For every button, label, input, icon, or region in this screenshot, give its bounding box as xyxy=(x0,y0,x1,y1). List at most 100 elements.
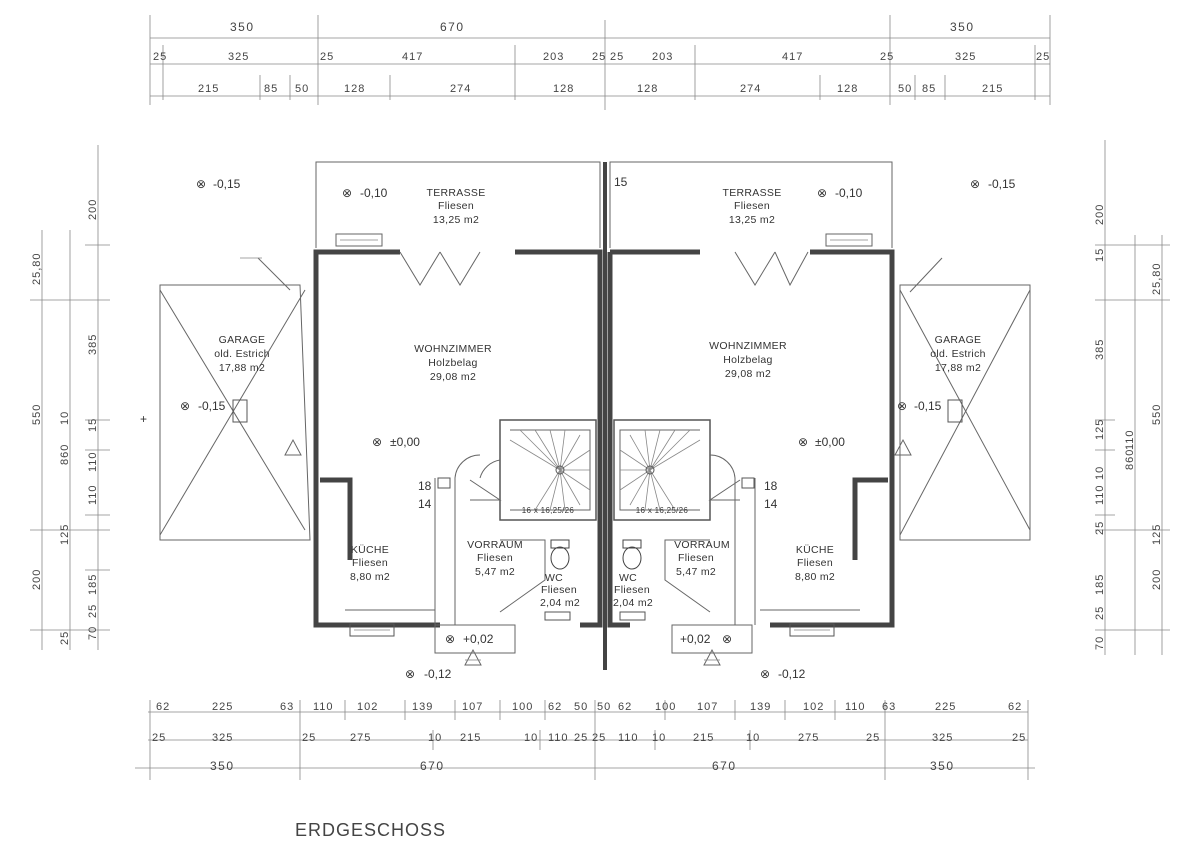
dim-label: 860 xyxy=(1124,449,1136,470)
bottom-dims-row3: 350 670 670 350 xyxy=(210,759,955,773)
dim-label: 63 xyxy=(280,701,294,713)
entry-triangle-icon xyxy=(703,648,721,666)
dim-label: 128 xyxy=(837,83,858,95)
dim-label: 110 xyxy=(845,701,866,713)
stair-mark-r-top: 18 xyxy=(764,479,778,493)
dim-label: 107 xyxy=(462,701,483,713)
stair-mark-l-bot: 14 xyxy=(418,497,432,511)
terrace-door-right xyxy=(734,251,809,287)
dim-label: 85 xyxy=(922,83,936,95)
dim-label: 25 xyxy=(302,732,316,744)
dim-label: 110 xyxy=(313,701,334,713)
house-left-walls xyxy=(313,249,603,628)
kitchen-window-right xyxy=(789,623,835,637)
level-entry-r: +0,02 xyxy=(680,632,711,646)
dim-label: 200 xyxy=(31,569,43,590)
dim-label: 215 xyxy=(693,732,714,744)
stair-mark-r-bot: 14 xyxy=(764,497,778,511)
garage-right xyxy=(894,257,1031,541)
top-dimension-lines xyxy=(149,15,1051,110)
drawing-title: ERDGESCHOSS xyxy=(295,820,446,840)
dim-label: 62 xyxy=(156,701,170,713)
level-garage-l: -0,15 xyxy=(198,399,226,413)
room-area: 13,25 m2 xyxy=(433,214,479,226)
entry-right xyxy=(671,624,753,666)
dim-label: 350 xyxy=(930,759,955,773)
dim-label: 50 xyxy=(295,83,309,95)
level-garden-l: -0,15 xyxy=(213,177,241,191)
dim-label: 125 xyxy=(1151,524,1163,545)
dim-label: 417 xyxy=(782,51,803,63)
dim-top-350-r: 350 xyxy=(950,20,975,34)
dim-label: 325 xyxy=(932,732,953,744)
dim-label: 25 xyxy=(1094,521,1106,535)
room-surface: Fliesen xyxy=(797,557,833,569)
level-icon: ⊗ xyxy=(798,435,808,449)
dim-label: 62 xyxy=(548,701,562,713)
stair-left-arrow xyxy=(469,479,502,501)
dim-label: 225 xyxy=(935,701,956,713)
door-arc-right xyxy=(709,454,736,479)
room-surface: Fliesen xyxy=(352,557,388,569)
level-icon: ⊗ xyxy=(445,632,455,646)
dim-label: 110 xyxy=(548,732,569,744)
dim-label: 10 xyxy=(1094,466,1106,480)
dim-label: 550 xyxy=(1151,404,1163,425)
room-area: 17,88 m2 xyxy=(219,362,265,374)
dim-label: 25 xyxy=(592,51,606,63)
dim-label: 550 xyxy=(31,404,43,425)
dim-label: 860 xyxy=(59,444,71,465)
level-icon: ⊗ xyxy=(180,399,190,413)
dim-label: 110 xyxy=(1124,429,1136,450)
room-name: WOHNZIMMER xyxy=(709,340,787,352)
dim-label: 417 xyxy=(402,51,423,63)
top-dims-row1: 350 670 350 xyxy=(230,20,975,34)
wall-thickness-label: 15 xyxy=(614,175,628,189)
dim-label: 107 xyxy=(697,701,718,713)
room-name: VORRAUM xyxy=(467,539,523,551)
level-icon: ⊗ xyxy=(970,177,980,191)
room-name: VORRAUM xyxy=(674,539,730,551)
dim-label: 200 xyxy=(87,199,99,220)
room-surface: Fliesen xyxy=(477,552,513,564)
room-area: 5,47 m2 xyxy=(475,566,515,578)
dim-label: 325 xyxy=(955,51,976,63)
terrace-door-left xyxy=(399,251,481,286)
room-area: 17,88 m2 xyxy=(935,362,981,374)
bottom-dims-row1: 62 225 63 110 102 139 107 100 62 50 50 6… xyxy=(156,701,1021,713)
house-right-walls xyxy=(607,249,895,628)
level-floor-l: ±0,00 xyxy=(390,435,420,449)
terrace-drain-right xyxy=(825,233,873,247)
dim-label: 25 xyxy=(87,604,99,618)
garage-left-gate-mark: + xyxy=(140,412,147,426)
right-dimension-lines xyxy=(1095,140,1170,655)
stair-right-arrow xyxy=(708,479,741,501)
dim-label: 325 xyxy=(212,732,233,744)
switch-left xyxy=(437,477,451,489)
room-surface: Fliesen xyxy=(438,200,474,212)
dim-label: 110 xyxy=(1094,484,1106,505)
dim-label: 215 xyxy=(460,732,481,744)
dim-label: 350 xyxy=(210,759,235,773)
top-dims-row2: 25 325 25 417 203 25 25 203 417 25 325 2… xyxy=(153,51,1049,63)
level-garden-r: -0,15 xyxy=(988,177,1016,191)
room-name: WOHNZIMMER xyxy=(414,343,492,355)
room-name: KÜCHE xyxy=(796,544,834,556)
level-icon: ⊗ xyxy=(196,177,206,191)
dim-label: 50 xyxy=(574,701,588,713)
warning-triangle-icon xyxy=(894,438,912,456)
dim-label: 215 xyxy=(982,83,1003,95)
dim-label: 100 xyxy=(512,701,533,713)
door-arc-left-2 xyxy=(479,459,501,479)
dim-label: 10 xyxy=(652,732,666,744)
dim-label: 128 xyxy=(637,83,658,95)
dim-top-670: 670 xyxy=(440,20,465,34)
dim-label: 128 xyxy=(553,83,574,95)
dim-label: 63 xyxy=(882,701,896,713)
dim-label: 325 xyxy=(228,51,249,63)
room-area: 13,25 m2 xyxy=(729,214,775,226)
level-icon: ⊗ xyxy=(342,186,352,200)
dim-label: 25 xyxy=(866,732,880,744)
room-area: 2,04 m2 xyxy=(540,597,580,609)
